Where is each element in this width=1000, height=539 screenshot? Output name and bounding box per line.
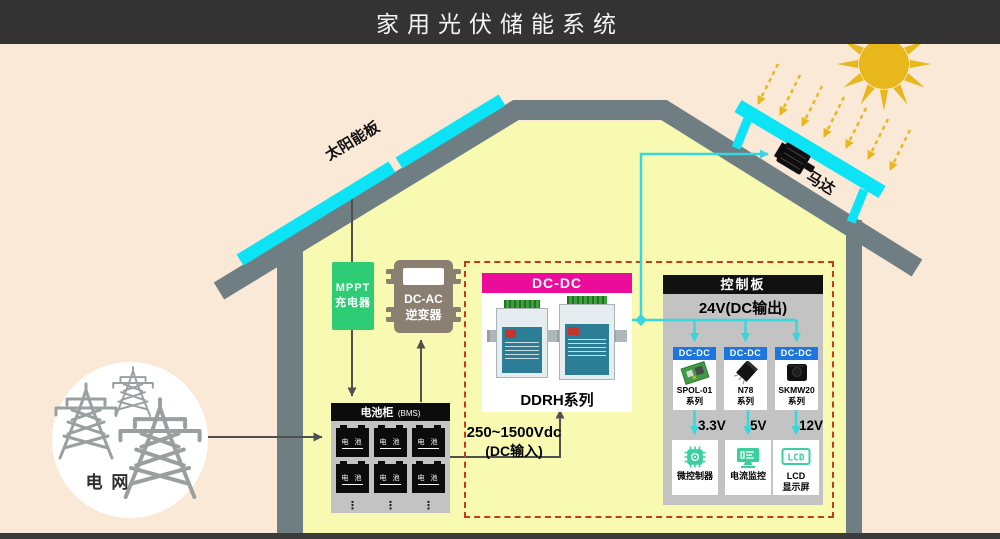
battery-cell-icon: 电 池 — [374, 425, 407, 457]
page-title: 家用光伏储能系统 — [376, 11, 624, 37]
mount-tab-icon — [386, 307, 396, 322]
dc-input-caption: (DC输入) — [485, 443, 543, 459]
ddrh-converter-icon — [559, 296, 615, 380]
dcac-inverter-box: DC-AC 逆变器 — [386, 260, 461, 333]
inverter-line2: 逆变器 — [405, 307, 442, 322]
converter-series-label: SKMW20 系列 — [778, 385, 815, 406]
lcd-icon: LCD — [773, 440, 819, 471]
mount-tab-icon — [451, 307, 461, 322]
ddrh-series-label: DDRH系列 — [520, 392, 594, 409]
voltage-label-12v: 12V — [799, 418, 824, 433]
mcu-chip-icon — [672, 440, 718, 471]
battery-cell-icon: 电 池 — [336, 461, 369, 493]
tracker-panel-icon — [731, 99, 886, 224]
battery-grid: 电 池 电 池 电 池 电 池 电 池 电 池 ⋮⋮⋮ — [331, 421, 450, 513]
ddrh-product-box: DDRH系列 — [482, 293, 632, 412]
title-bar: 家用光伏储能系统 — [0, 0, 1000, 44]
motor-icon — [773, 142, 815, 175]
converter-series-label: N78 系列 — [736, 385, 754, 406]
converter-header: DC-DC — [775, 347, 818, 360]
load-label: 微控制器 — [676, 471, 713, 481]
spol-module-image — [673, 360, 716, 385]
converter-card-skmw: DC-DC SKMW20 系列 — [775, 347, 818, 410]
ground — [0, 533, 1000, 539]
bus-24v-label: 24V(DC输出) — [698, 300, 788, 317]
sun-icon — [837, 17, 931, 111]
dcdc-section-header: DC-DC — [482, 273, 632, 293]
inverter-label-plate — [403, 268, 444, 285]
load-card-mcu: 微控制器 — [672, 440, 718, 495]
mppt-line2: 充电器 — [335, 297, 371, 309]
n78-module-image — [724, 360, 767, 385]
battery-cabinet: 电池柜 (BMS) 电 池 电 池 电 池 电 池 电 池 电 池 ⋮⋮⋮ — [331, 403, 450, 513]
inverter-line1: DC-AC — [404, 292, 443, 306]
ddrh-converter-icon — [496, 300, 548, 378]
load-card-monitor: 电流监控 — [725, 440, 771, 495]
inverter-label: DC-AC 逆变器 — [394, 292, 453, 323]
right-wall — [846, 220, 862, 535]
dc-input-label: 250~1500Vdc (DC输入) — [458, 424, 570, 461]
converter-card-spol: DC-DC SPOL-01 系列 — [673, 347, 716, 410]
battery-cell-icon: 电 池 — [412, 461, 445, 493]
svg-text:LCD: LCD — [787, 453, 804, 464]
mppt-line1: MPPT — [335, 282, 371, 295]
battery-to-ddrh-wire — [450, 409, 565, 458]
skmw-module-image — [775, 360, 818, 385]
current-monitor-icon — [725, 440, 771, 471]
voltage-label-3v3: 3.3V — [698, 418, 726, 433]
solar-panel-icon — [236, 94, 506, 266]
grid-label: 电 网 — [85, 473, 131, 492]
load-label: LCD 显示屏 — [782, 471, 810, 492]
converter-header: DC-DC — [724, 347, 767, 360]
converter-card-n78: DC-DC N78 系列 — [724, 347, 767, 410]
voltage-label-5v: 5V — [750, 418, 767, 433]
mount-tab-icon — [386, 269, 396, 284]
mount-tab-icon — [451, 269, 461, 284]
dc-input-range: 250~1500Vdc — [466, 424, 562, 441]
battery-cabinet-header: 电池柜 (BMS) — [331, 403, 450, 421]
more-batteries-ellipsis: ⋮⋮⋮ — [347, 500, 434, 512]
battery-cell-icon: 电 池 — [374, 461, 407, 493]
left-wall — [277, 240, 303, 535]
battery-cell-icon: 电 池 — [336, 425, 369, 457]
battery-cell-icon: 电 池 — [412, 425, 445, 457]
converter-series-label: SPOL-01 系列 — [676, 385, 713, 406]
load-label: 电流监控 — [729, 471, 766, 481]
control-board-header: 控制板 — [663, 275, 823, 294]
roof — [213, 100, 923, 300]
mppt-charger-box: MPPT 充电器 — [332, 262, 374, 330]
load-card-lcd: LCD LCD 显示屏 — [773, 440, 819, 495]
converter-header: DC-DC — [673, 347, 716, 360]
